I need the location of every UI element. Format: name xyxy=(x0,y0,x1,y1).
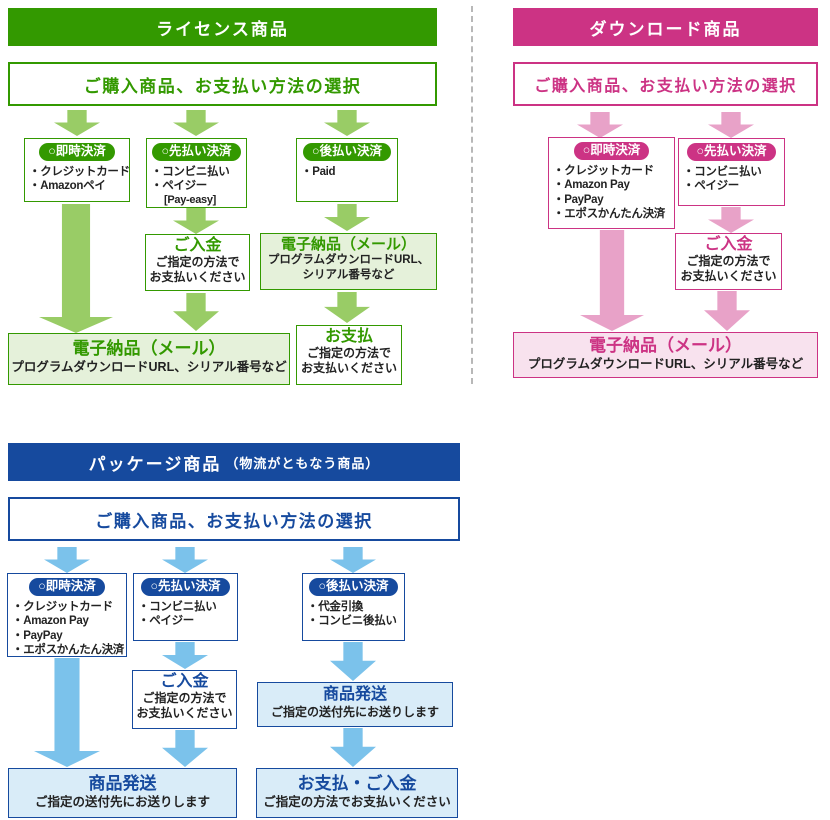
payment-method-item: ・Amazon Pay xyxy=(553,179,630,192)
down-arrow xyxy=(324,110,370,136)
package-deposit-box: ご入金 ご指定の方法で お支払いください xyxy=(132,670,237,729)
download-section-header: ダウンロード商品 xyxy=(513,8,818,46)
payment-method-item: ・エポスかんたん決済 xyxy=(12,644,124,657)
down-arrow xyxy=(44,547,90,573)
package-section-title: パッケージ商品 xyxy=(88,454,222,474)
package-shipping-side-box: 商品発送 ご指定の送付先にお送りします xyxy=(257,682,453,727)
postpaid-payment-badge: ○後払い決済 xyxy=(309,578,398,596)
license-postpaid-payment-box: ○後払い決済 ・Paid xyxy=(296,138,398,202)
payment-method-item: ・クレジットカード xyxy=(12,601,113,613)
down-arrow xyxy=(704,291,750,331)
license-edelivery-main-box: 電子納品（メール） プログラムダウンロードURL、シリアル番号など xyxy=(8,333,290,385)
license-edelivery-side-box: 電子納品（メール） プログラムダウンロードURL、 シリアル番号など xyxy=(260,233,437,290)
payment-method-item: ・Paid xyxy=(301,166,336,178)
payment-method-item: ・クレジットカード xyxy=(553,165,654,177)
license-section-header: ライセンス商品 xyxy=(8,8,437,46)
license-prepaid-payment-box: ○先払い決済 ・コンビニ払い ・ペイジー [Pay-easy] xyxy=(146,138,247,208)
download-edelivery-main-box: 電子納品（メール） プログラムダウンロードURL、シリアル番号など xyxy=(513,332,818,378)
download-deposit-box: ご入金 ご指定の方法で お支払いください xyxy=(675,233,782,290)
license-pay-box: お支払 ご指定の方法で お支払いください xyxy=(296,325,402,385)
download-section-title: ダウンロード商品 xyxy=(589,19,742,39)
payment-method-item: ・コンビニ払い xyxy=(683,166,762,178)
payment-method-item: ・PayPay xyxy=(553,193,604,206)
down-arrow xyxy=(330,728,376,767)
download-selection-box: ご購入商品、お支払い方法の選択 xyxy=(513,62,818,106)
down-arrow xyxy=(324,292,370,323)
payment-method-item: ・ペイジー xyxy=(151,180,207,193)
license-deposit-box: ご入金 ご指定の方法で お支払いください xyxy=(145,234,250,291)
package-selection-box: ご購入商品、お支払い方法の選択 xyxy=(8,497,460,541)
postpaid-payment-badge: ○後払い決済 xyxy=(302,143,392,161)
instant-payment-badge: ○即時決済 xyxy=(573,142,650,160)
down-arrow xyxy=(708,112,754,138)
down-arrow xyxy=(577,112,623,138)
prepaid-payment-badge: ○先払い決済 xyxy=(141,578,230,596)
payment-method-item: ・ペイジー xyxy=(138,615,194,628)
down-arrow xyxy=(330,547,376,573)
down-arrow xyxy=(173,208,219,234)
payment-method-item: ・ペイジー xyxy=(683,180,739,193)
payment-method-item: ・コンビニ後払い xyxy=(307,615,397,628)
prepaid-payment-badge: ○先払い決済 xyxy=(152,143,241,161)
payment-method-item: ・Amazonペイ xyxy=(29,180,106,193)
down-arrow xyxy=(173,110,219,136)
down-arrow xyxy=(324,204,370,231)
license-instant-payment-box: ○即時決済 ・クレジットカード ・Amazonペイ xyxy=(24,138,130,202)
package-shipping-main-box: 商品発送 ご指定の送付先にお送りします xyxy=(8,768,237,818)
down-arrow xyxy=(39,204,113,333)
license-section-title: ライセンス商品 xyxy=(156,19,289,39)
payment-method-item: [Pay-easy] xyxy=(164,193,217,206)
package-section-header: パッケージ商品 （物流がともなう商品） xyxy=(8,443,460,481)
instant-payment-badge: ○即時決済 xyxy=(39,143,115,161)
license-selection-box: ご購入商品、お支払い方法の選択 xyxy=(8,62,437,106)
instant-payment-badge: ○即時決済 xyxy=(29,578,105,596)
download-prepaid-payment-box: ○先払い決済 ・コンビニ払い ・ペイジー xyxy=(678,138,785,206)
down-arrow xyxy=(54,110,100,136)
prepaid-payment-badge: ○先払い決済 xyxy=(687,143,776,161)
package-section-subtitle: （物流がともなう商品） xyxy=(225,455,380,471)
payment-method-item: ・PayPay xyxy=(12,629,63,642)
down-arrow xyxy=(34,658,100,767)
package-payment-box: お支払・ご入金 ご指定の方法でお支払いください xyxy=(256,768,458,818)
down-arrow xyxy=(162,730,208,767)
payment-method-item: ・Amazon Pay xyxy=(12,615,89,628)
down-arrow xyxy=(162,642,208,669)
section-divider xyxy=(471,6,473,384)
package-prepaid-payment-box: ○先払い決済 ・コンビニ払い ・ペイジー xyxy=(133,573,238,641)
payment-method-item: ・代金引換 xyxy=(307,601,363,613)
payment-method-item: ・エポスかんたん決済 xyxy=(553,208,665,221)
down-arrow xyxy=(708,207,754,233)
down-arrow xyxy=(173,293,219,331)
down-arrow xyxy=(162,547,208,573)
download-instant-payment-box: ○即時決済 ・クレジットカード ・Amazon Pay ・PayPay ・エポス… xyxy=(548,137,675,229)
payment-method-item: ・クレジットカード xyxy=(29,166,130,178)
down-arrow xyxy=(580,230,644,331)
package-instant-payment-box: ○即時決済 ・クレジットカード ・Amazon Pay ・PayPay ・エポス… xyxy=(7,573,127,657)
down-arrow xyxy=(330,642,376,681)
payment-method-item: ・コンビニ払い xyxy=(151,166,230,178)
payment-method-item: ・コンビニ払い xyxy=(138,601,217,613)
package-postpaid-payment-box: ○後払い決済 ・代金引換 ・コンビニ後払い xyxy=(302,573,405,641)
